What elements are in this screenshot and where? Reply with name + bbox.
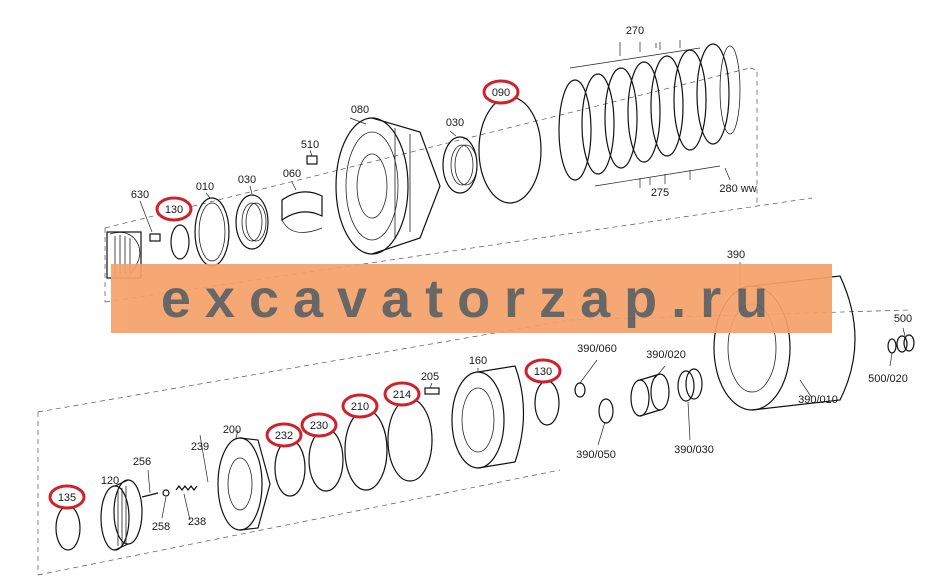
- part-258-ball: [162, 489, 170, 497]
- part-090-ring: [478, 96, 542, 204]
- part-205-pin: [424, 387, 440, 395]
- label-120: 120: [101, 475, 119, 487]
- label-010: 010: [196, 181, 214, 193]
- part-030-bearing-left: [235, 194, 269, 250]
- assembly-frame-lower: [37, 309, 911, 576]
- label-214: 214: [393, 389, 411, 401]
- watermark-banner: excavatorzap.ru: [111, 264, 832, 333]
- label-390-010: 390/010: [798, 394, 838, 406]
- label-232: 232: [275, 430, 293, 442]
- label-030-left: 030: [238, 174, 256, 186]
- label-275: 275: [651, 187, 669, 199]
- part-130-ring-lower: [534, 380, 560, 426]
- label-030-right: 030: [446, 117, 464, 129]
- highlight-ring-135: [48, 484, 86, 510]
- part-135-ring: [55, 505, 81, 551]
- label-090: 090: [492, 87, 510, 99]
- part-500-020-ring: [887, 338, 897, 354]
- part-080-housing: [335, 117, 441, 255]
- part-160-piston: [451, 365, 525, 469]
- highlight-ring-210: [341, 393, 379, 419]
- part-270-disc-pack: [558, 40, 741, 188]
- label-500-020: 500/020: [868, 373, 908, 385]
- part-500-plug: [896, 334, 915, 353]
- part-256-pin: [141, 492, 159, 498]
- part-030-bearing-right: [442, 136, 478, 194]
- part-060-bushing: [281, 191, 323, 233]
- label-630: 630: [131, 189, 149, 201]
- highlight-ring-232: [265, 422, 303, 448]
- label-060: 060: [283, 168, 301, 180]
- highlight-ring-090: [482, 79, 520, 105]
- part-390-060-washer: [574, 382, 586, 398]
- part-labels: 270 275 280 ww 090 080 030 030 510 060 0…: [58, 25, 912, 533]
- label-390-020: 390/020: [646, 349, 686, 361]
- highlight-ring-130-upper: [155, 196, 193, 222]
- part-630-screw: [149, 233, 161, 242]
- label-258: 258: [152, 521, 170, 533]
- label-135: 135: [58, 492, 76, 504]
- highlight-ring-130-lower: [524, 358, 562, 384]
- part-214-ring: [387, 398, 433, 482]
- highlight-ring-230: [300, 412, 338, 438]
- part-390-050-ring: [598, 398, 614, 424]
- label-160: 160: [469, 355, 487, 367]
- label-390: 390: [727, 249, 745, 261]
- part-238-spring: [175, 485, 198, 491]
- label-390-030: 390/030: [674, 444, 714, 456]
- part-130-ring-upper: [170, 224, 190, 260]
- highlight-rings: [48, 79, 562, 510]
- label-390-060: 390/060: [577, 343, 617, 355]
- part-120-gear: [100, 479, 143, 551]
- label-500: 500: [894, 313, 912, 325]
- highlight-ring-214: [383, 381, 421, 407]
- part-510-bolt: [306, 155, 318, 165]
- label-238: 238: [188, 516, 206, 528]
- part-390-030-sleeve: [677, 368, 703, 402]
- part-200-carrier: [217, 437, 271, 531]
- label-390-050: 390/050: [576, 449, 616, 461]
- label-200: 200: [223, 424, 241, 436]
- part-390-020-bearing: [630, 373, 670, 417]
- label-256: 256: [133, 456, 151, 468]
- label-270: 270: [626, 25, 644, 37]
- part-232-ring: [274, 439, 306, 497]
- watermark-text: excavatorzap.ru: [160, 268, 783, 329]
- label-510: 510: [301, 139, 319, 151]
- label-230: 230: [310, 420, 328, 432]
- part-210-ring: [344, 409, 388, 491]
- label-280: 280 ww: [719, 183, 756, 195]
- label-239: 239: [191, 441, 209, 453]
- label-080: 080: [351, 104, 369, 116]
- part-010-ring: [194, 197, 230, 267]
- label-130-upper: 130: [165, 204, 183, 216]
- label-210: 210: [351, 401, 369, 413]
- label-205: 205: [421, 371, 439, 383]
- label-130-lower: 130: [534, 366, 552, 378]
- part-230-ring: [308, 428, 344, 492]
